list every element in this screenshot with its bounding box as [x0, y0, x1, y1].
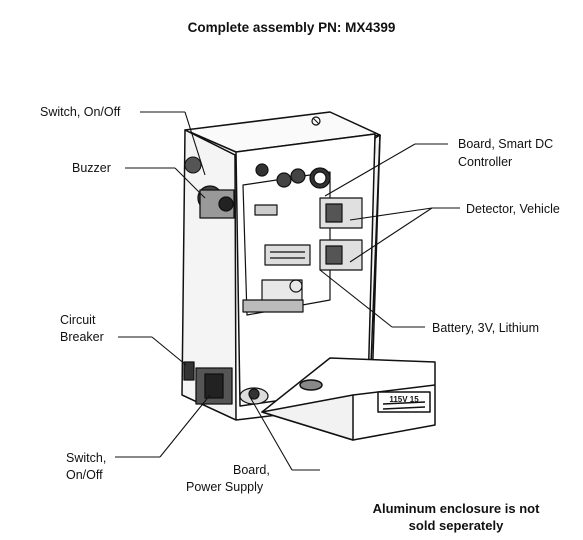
- label-circuit-1: Circuit: [60, 313, 96, 327]
- page-title: Complete assembly PN: MX4399: [187, 20, 396, 35]
- note-text: Aluminum enclosure is not sold seperatel…: [348, 500, 564, 534]
- plate-label: 115V 15: [389, 395, 419, 404]
- base-plate: [261, 357, 436, 441]
- label-switch-bottom-2: On/Off: [66, 468, 103, 482]
- label-battery: Battery, 3V, Lithium: [432, 321, 540, 335]
- label-switch-bottom-1: Switch,: [66, 451, 107, 465]
- power-supply-board: [239, 387, 269, 405]
- buzzer-icon: [197, 185, 235, 219]
- label-power-2: Power Supply: [186, 480, 264, 494]
- controller-board: [242, 163, 331, 316]
- note-line-1: Aluminum enclosure is not: [372, 501, 540, 516]
- label-smartdc-1: Board, Smart DC: [458, 137, 554, 151]
- label-circuit-2: Breaker: [60, 330, 104, 344]
- bottom-switch-icon: [195, 367, 233, 405]
- label-smartdc-2: Controller: [458, 155, 513, 169]
- detector-modules: [319, 197, 363, 271]
- callout-lines: [115, 111, 460, 471]
- label-power-1: Board,: [233, 463, 270, 477]
- label-buzzer: Buzzer: [72, 161, 111, 175]
- label-switch-top: Switch, On/Off: [40, 105, 121, 119]
- note-line-2: sold seperately: [408, 518, 504, 533]
- circuit-breaker-icon: [183, 361, 195, 381]
- label-detector: Detector, Vehicle: [466, 202, 560, 216]
